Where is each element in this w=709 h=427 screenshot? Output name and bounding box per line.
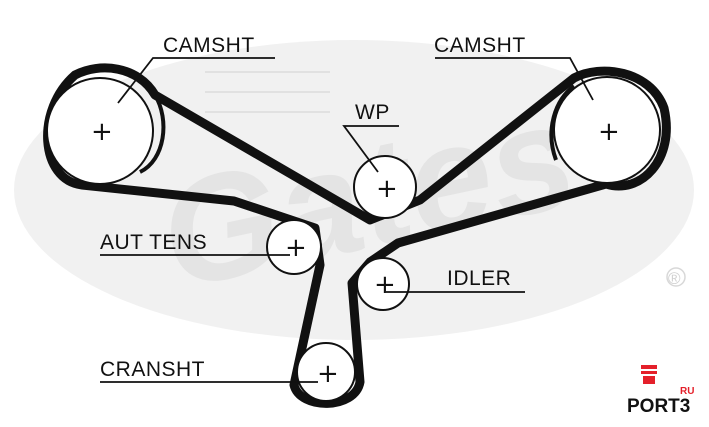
camshaft-left-center-mark: + bbox=[91, 117, 113, 147]
camshaft-left-pulley bbox=[46, 77, 154, 185]
camshaft-right-leader bbox=[435, 57, 594, 101]
logo-piston-top bbox=[641, 365, 657, 369]
camshaft-left-label: CAMSHT bbox=[163, 34, 255, 57]
auto-tensioner-pulley bbox=[266, 219, 322, 275]
timing-belt bbox=[43, 63, 671, 408]
logo-suffix: RU bbox=[680, 386, 694, 397]
crankshaft-pulley bbox=[296, 342, 356, 402]
logo-piston-body bbox=[643, 376, 655, 384]
camshaft-right-center-mark: + bbox=[598, 117, 620, 147]
camshaft-left-leader bbox=[117, 57, 275, 104]
water-pump-center-mark: + bbox=[376, 174, 398, 204]
auto-tensioner-center-mark: + bbox=[285, 233, 307, 263]
idler-center-mark: + bbox=[374, 270, 396, 300]
crankshaft-center-mark: + bbox=[317, 359, 339, 389]
water-pump-pulley bbox=[353, 155, 417, 219]
watermark-registered: ® bbox=[668, 269, 681, 288]
camshaft-right-pulley bbox=[553, 76, 661, 184]
crankshaft-label: CRANSHT bbox=[100, 358, 205, 381]
idler-label: IDLER bbox=[447, 267, 511, 290]
belt-overlay-right bbox=[549, 84, 576, 161]
camshaft-right-label: CAMSHT bbox=[434, 34, 526, 57]
logo-text: PORT3 bbox=[627, 396, 690, 417]
idler-pulley bbox=[356, 257, 410, 311]
water-pump-leader bbox=[342, 125, 399, 173]
belt-overlay-left bbox=[138, 93, 166, 174]
logo-piston-mid bbox=[641, 371, 657, 374]
auto-tensioner-label: AUT TENS bbox=[100, 231, 207, 254]
water-pump-label: WP bbox=[355, 101, 390, 124]
port3-logo: RU PORT3 bbox=[627, 365, 694, 417]
watermark-registered-ring bbox=[666, 267, 686, 287]
